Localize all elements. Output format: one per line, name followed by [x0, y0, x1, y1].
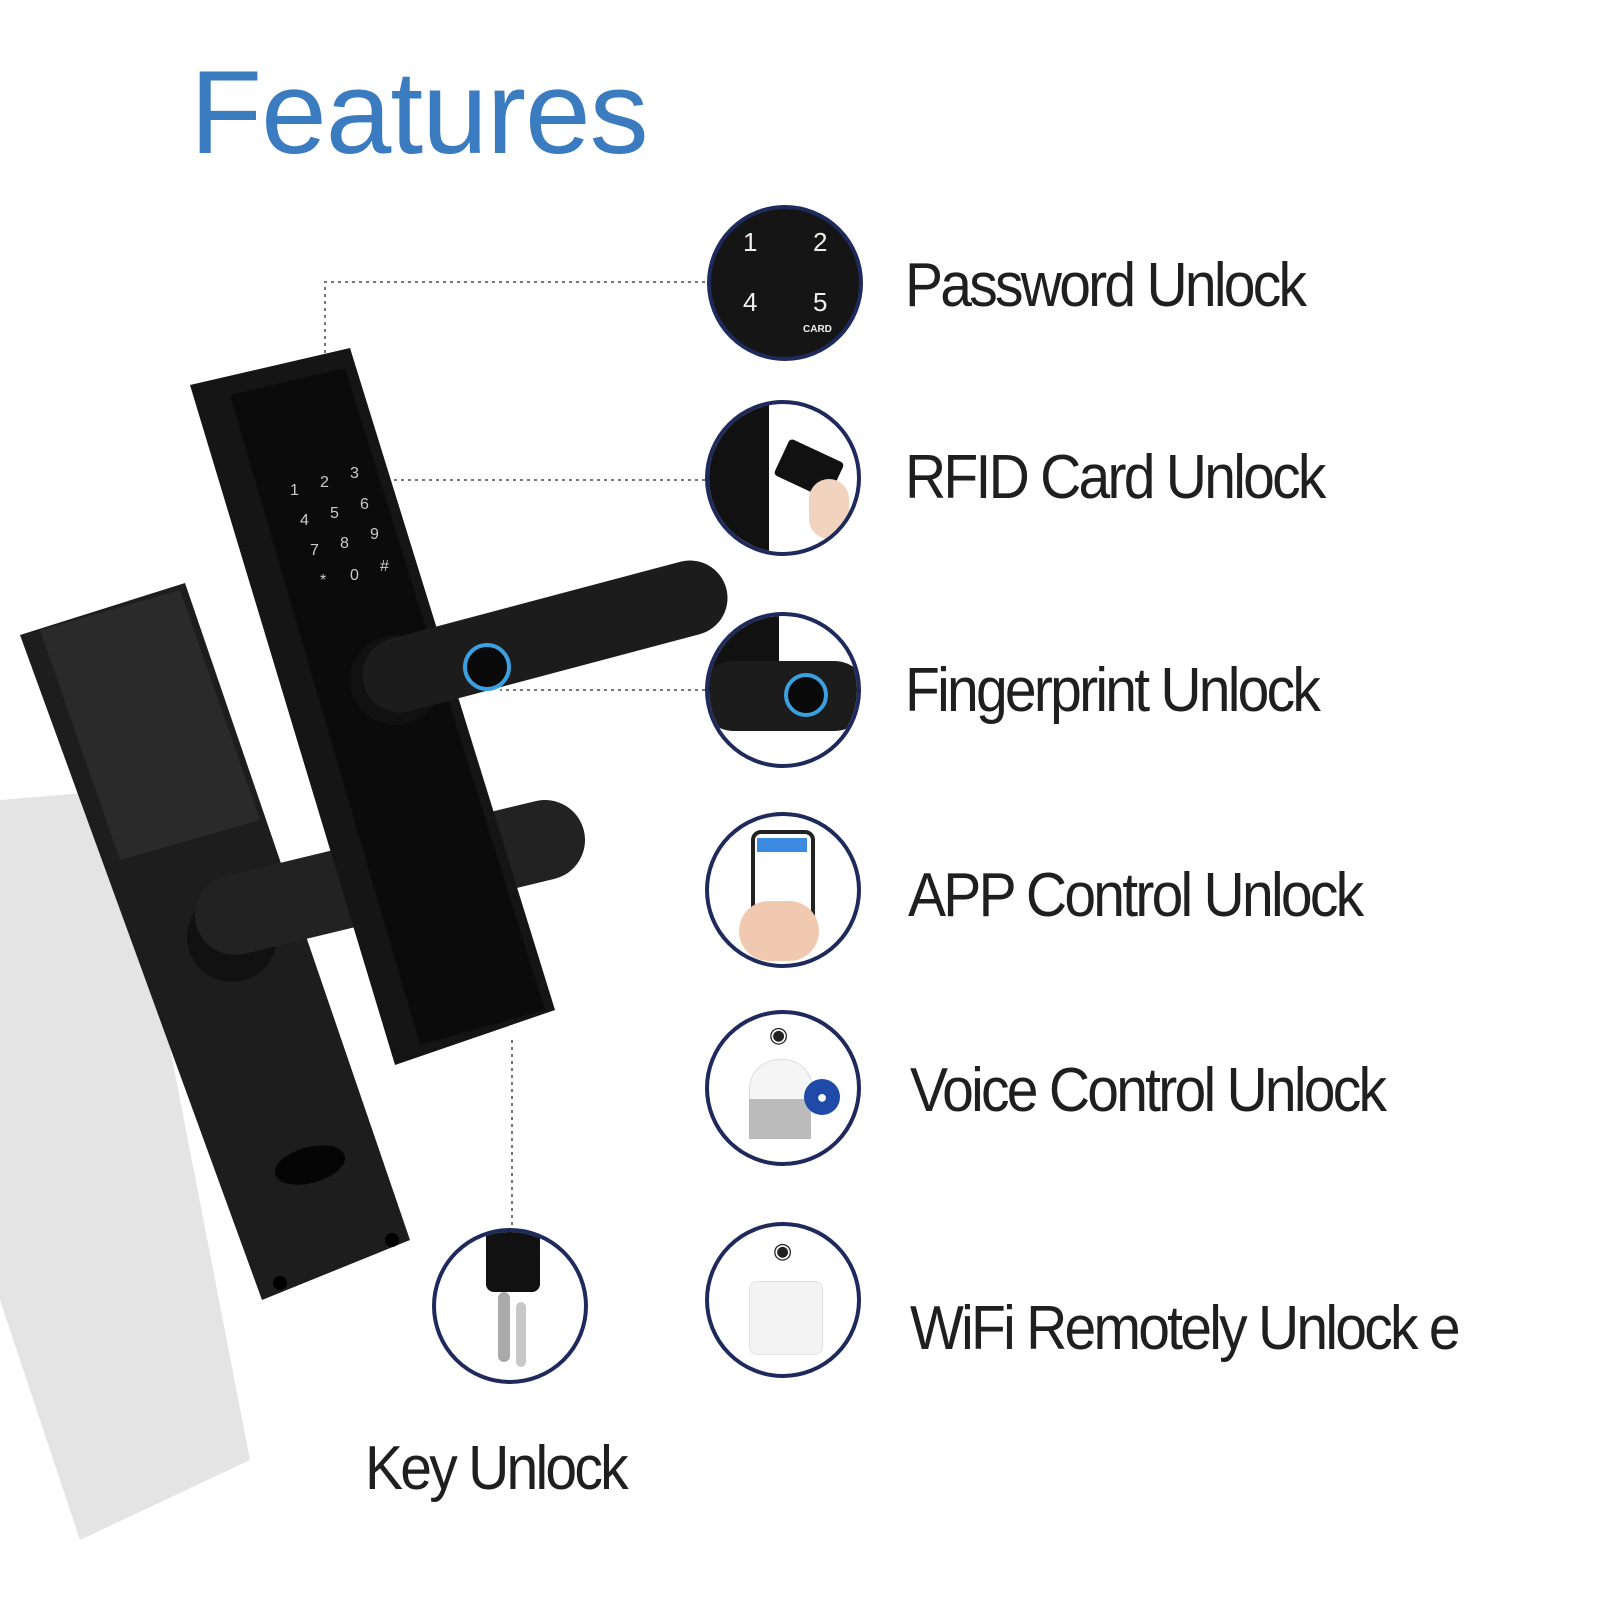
svg-text:4: 4 — [300, 512, 309, 529]
svg-text:5: 5 — [330, 505, 339, 522]
lock-back-panel-top — [40, 590, 260, 860]
smart-speaker-icon: ◉ ● — [705, 1010, 861, 1166]
page-title: Features — [190, 47, 649, 179]
screw — [273, 1276, 287, 1290]
svg-text:0: 0 — [350, 567, 359, 584]
feature-label-rfid: RFID Card Unlock — [905, 443, 1326, 512]
fingerprint-sensor — [463, 643, 511, 691]
svg-text:9: 9 — [370, 526, 379, 543]
lock-shadow — [0, 790, 250, 1540]
keypad-digit: 1 — [743, 227, 758, 257]
keyhole — [274, 1145, 346, 1185]
wifi-icon: ◉ — [773, 1238, 793, 1263]
svg-text:1: 1 — [290, 482, 299, 499]
feature-label-voice: Voice Control Unlock — [910, 1056, 1387, 1125]
keypad-digits: 1 2 3 4 5 6 7 8 9 * 0 # — [290, 465, 389, 589]
password-keypad-circle: 1 2 4 5 CARD — [707, 205, 863, 361]
keypad-digit: 2 — [813, 227, 828, 257]
feature-label-password: Password Unlock — [905, 251, 1307, 320]
feature-label-fingerprint: Fingerprint Unlock — [905, 656, 1321, 725]
wifi-gateway-icon: ◉ — [705, 1222, 861, 1378]
screw — [385, 1233, 399, 1247]
fingerprint-icon — [705, 612, 861, 768]
svg-text:*: * — [320, 572, 326, 589]
front-handle — [362, 560, 728, 713]
svg-text:#: # — [380, 558, 389, 575]
card-label: CARD — [803, 324, 832, 335]
svg-text:6: 6 — [360, 496, 369, 513]
microphone-icon: ● — [804, 1079, 840, 1115]
rfid-card-icon — [705, 400, 861, 556]
svg-text:3: 3 — [350, 465, 359, 482]
wifi-icon: ◉ — [769, 1022, 789, 1047]
svg-text:2: 2 — [320, 474, 329, 491]
keypad-digit: 5 — [813, 287, 828, 317]
svg-text:7: 7 — [310, 542, 319, 559]
feature-label-wifi: WiFi Remotely Unlock e — [910, 1294, 1461, 1363]
key-icon — [432, 1228, 588, 1384]
feature-label-key: Key Unlock — [365, 1434, 629, 1503]
svg-text:8: 8 — [340, 535, 349, 552]
keypad-digit: 4 — [743, 287, 758, 317]
connector-password — [324, 281, 705, 470]
feature-label-app: APP Control Unlock — [908, 861, 1364, 930]
smartphone-app-icon — [705, 812, 861, 968]
